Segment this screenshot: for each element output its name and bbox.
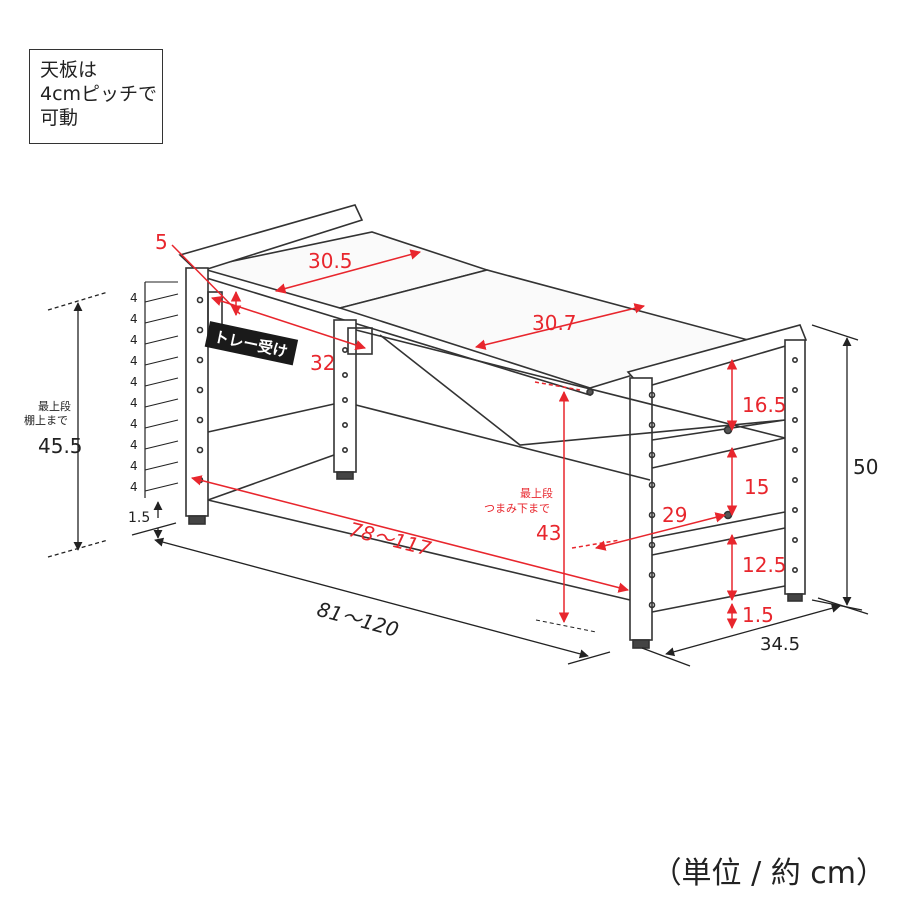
pitch-scale: 4 4 4 4 4 4 4 4 4 4 [130,281,179,498]
dim-16-5: 16.5 [742,393,787,417]
right-front-post [629,377,653,641]
unit-label: （単位 / 約 cm） [651,856,886,891]
dim-34-5: 34.5 [760,634,800,655]
adjustable-top-note: 天板は 4cmピッチで 可動 [29,49,163,144]
dim-15: 15 [744,475,769,499]
back-rail-upper [355,329,786,439]
dim-78-117: 78～117 [347,517,434,561]
left-side-rail-mid [207,403,335,433]
pitch-mark-6: 4 [130,396,138,410]
dim-5: 5 [155,230,168,254]
knob-bolt-upper [723,425,733,435]
caption-top-shelf-2: 棚上まで [24,413,68,427]
knob-bolt-back [586,388,594,396]
pitch-mark-10: 4 [130,480,138,494]
pitch-mark-3: 4 [130,333,138,347]
knob-bolt-lower [723,510,733,520]
dim-29: 29 [662,503,687,527]
dim-43: 43 [536,521,561,545]
pitch-mark-5: 4 [130,375,138,389]
right-rear-foot [787,593,803,602]
knob-level-guides [535,619,597,633]
left-front-foot [188,515,206,525]
dim-12-5: 12.5 [742,553,787,577]
pitch-mark-9: 4 [130,459,138,473]
dim-81-120: 81～120 [314,597,401,642]
right-rear-post [784,339,806,595]
caption-top-knob-2: つまみ下まで [484,502,550,515]
caption-top-shelf-1: 最上段 [38,399,71,413]
note-line-2: 4cmピッチで [40,83,158,105]
pitch-mark-8: 4 [130,438,138,452]
diagonal-brace [379,334,786,446]
pitch-mark-7: 4 [130,417,138,431]
tray-label: トレー受け [204,321,299,366]
dimension-lines-red [171,244,738,630]
dim-50: 50 [853,455,878,479]
dim-1-5-left: 1.5 [128,510,150,526]
dim-30-5: 30.5 [308,249,353,273]
dim-30-7: 30.7 [532,311,577,335]
note-line-3: 可動 [40,107,79,129]
right-side-rail-1 [651,419,786,441]
note-line-1: 天板は [40,59,98,81]
pitch-mark-2: 4 [130,312,138,326]
left-side-rail-low [207,454,335,501]
caption-top-knob-1: 最上段 [520,486,553,500]
right-side-rail-2 [651,437,786,469]
dimension-lines-black [47,291,869,667]
dim-45-5: 45.5 [38,434,83,458]
pitch-mark-4: 4 [130,354,138,368]
back-rail-lower [355,404,651,481]
desk-structure [178,204,808,649]
dim-1-5-right: 1.5 [742,603,774,627]
dim-32: 32 [310,351,335,375]
right-front-foot [632,639,650,649]
right-side-rail-4 [651,527,786,556]
left-rear-foot [336,471,354,480]
left-rear-post [333,319,357,473]
pitch-mark-1: 4 [130,291,138,305]
